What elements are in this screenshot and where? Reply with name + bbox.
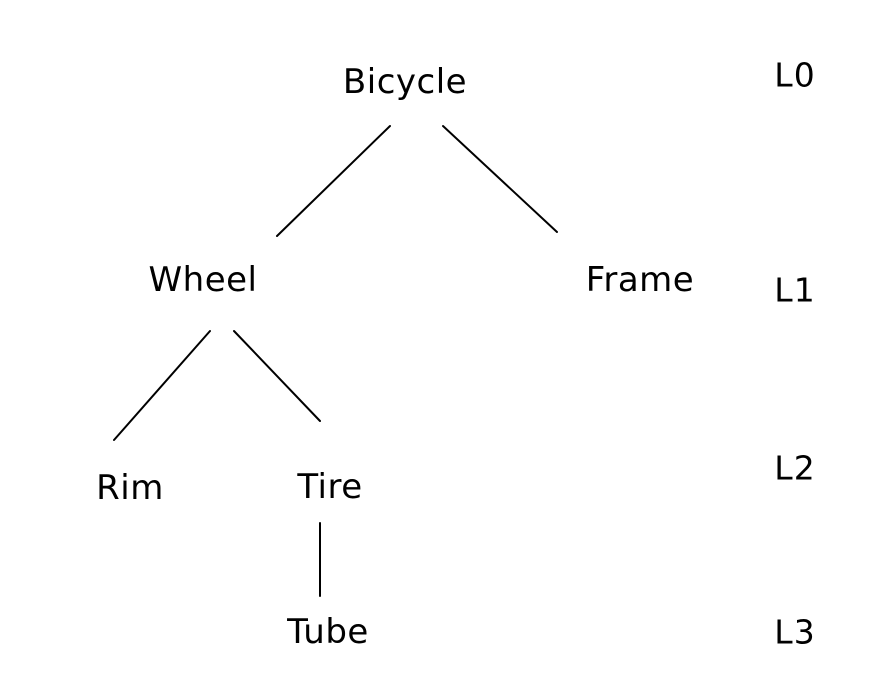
node-bicycle[interactable]: Bicycle xyxy=(342,62,468,102)
level-label-l2: L2 xyxy=(774,448,816,488)
edge-bicycle-to-wheel xyxy=(276,125,391,237)
edge-bicycle-to-frame xyxy=(442,125,558,233)
level-label-l0: L0 xyxy=(774,55,816,95)
node-wheel[interactable]: Wheel xyxy=(148,260,258,300)
edge-wheel-to-rim xyxy=(113,330,211,441)
node-frame[interactable]: Frame xyxy=(585,260,695,300)
level-label-l3: L3 xyxy=(774,612,816,652)
level-label-l1: L1 xyxy=(774,270,816,310)
node-tire[interactable]: Tire xyxy=(297,467,363,507)
edge-wheel-to-tire xyxy=(233,330,321,422)
node-rim[interactable]: Rim xyxy=(96,468,164,508)
node-tube[interactable]: Tube xyxy=(287,612,369,652)
